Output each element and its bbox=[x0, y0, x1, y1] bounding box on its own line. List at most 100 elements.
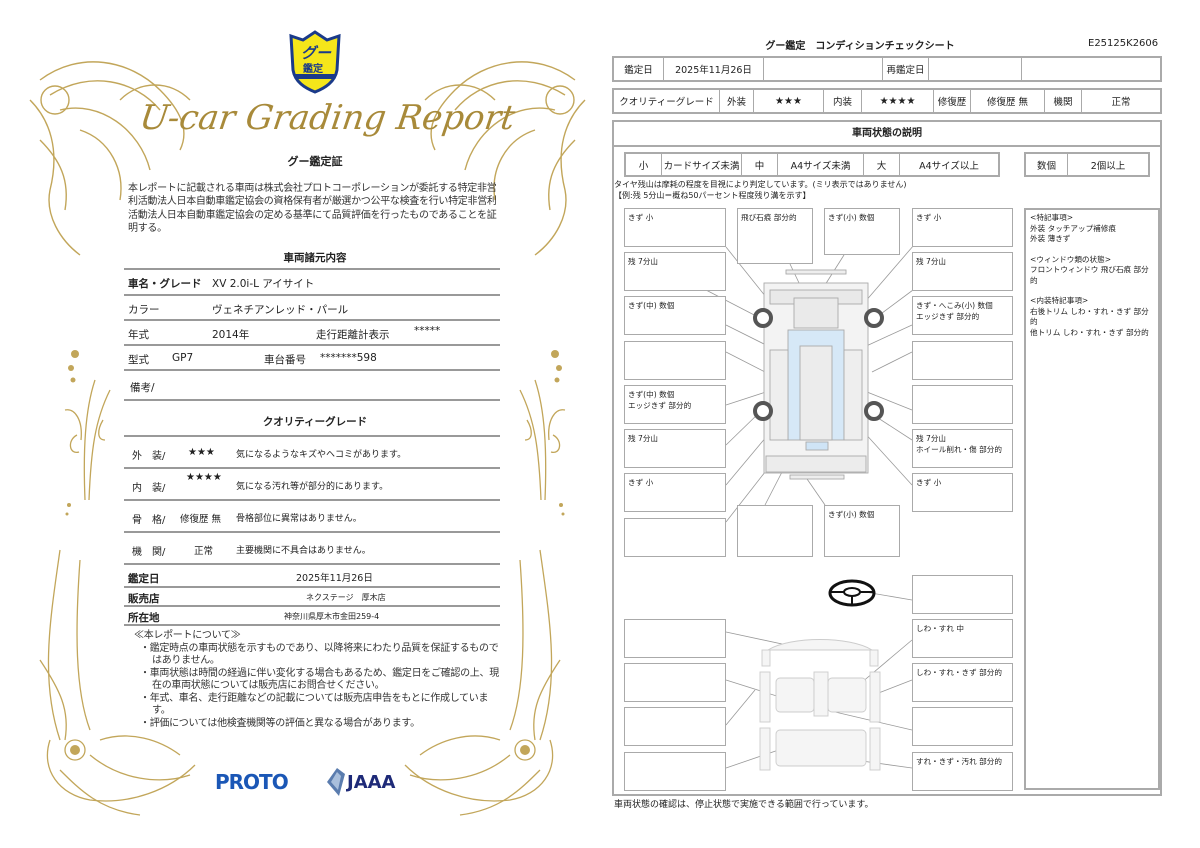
inspection-date-row: 鑑定日 2025年11月26日 再鑑定日 bbox=[612, 56, 1162, 82]
vehicle-diagram bbox=[705, 244, 915, 771]
damage-text: きず 小 bbox=[916, 213, 942, 222]
jaaa-logo: JAAA bbox=[347, 772, 396, 793]
damage-text: きず(小) 数個 bbox=[828, 213, 875, 222]
damage-box-rear-left-lower bbox=[624, 518, 726, 557]
tire-box-front-right: 残 7分山 bbox=[912, 252, 1013, 291]
info-label: 所在地 bbox=[128, 612, 160, 624]
certificate-title: グー鑑定証 bbox=[287, 155, 343, 168]
disclaimer-item: ・年式、車名、走行距離などの記載については販売店申告をもとに作成しています。 bbox=[140, 692, 489, 717]
spec-label: 車台番号 bbox=[264, 354, 306, 366]
info-value: 神奈川県厚木市金田259-4 bbox=[284, 612, 380, 621]
grade-desc: 主要機関に不具合はありません。 bbox=[236, 546, 371, 556]
size-legend: 小 カードサイズ未満 中 A4サイズ未満 大 A4サイズ以上 bbox=[624, 152, 1000, 177]
condition-check-sheet: グー鑑定 コンディションチェックシート E25125K2606 鑑定日 2025… bbox=[600, 0, 1200, 848]
grade-row-engine: 機 関/ 正常 主要機関に不具合はありません。 bbox=[124, 533, 500, 565]
spec-label: 車名・グレード bbox=[128, 278, 202, 290]
ornament-left-mid-icon bbox=[64, 350, 111, 516]
spec-row-color: カラー ヴェネチアンレッド・パール bbox=[124, 296, 500, 321]
grade-desc: 気になる汚れ等が部分的にあります。 bbox=[236, 482, 389, 492]
interior-value: ★★★★ bbox=[862, 90, 934, 112]
notes-heading: <ウィンドウ類の状態> bbox=[1030, 254, 1112, 264]
damage-box-front-bumper: きず(小) 数個 bbox=[824, 208, 900, 255]
grade-label: 骨 格/ bbox=[132, 515, 166, 526]
size-key: 大 bbox=[864, 154, 900, 175]
ornament-bottom-right-icon bbox=[404, 549, 561, 816]
damage-text: すれ・きず・汚れ 部分的 bbox=[916, 757, 1002, 766]
grade-row-interior: 内 装/ ★★★★ 気になる汚れ等が部分的にあります。 bbox=[124, 469, 500, 501]
damage-text: 残 7分山 bbox=[916, 434, 947, 443]
ornament-right-mid-icon bbox=[519, 350, 566, 516]
interior-label: 内装 bbox=[824, 90, 862, 112]
damage-text: きず(中) 数個 bbox=[628, 390, 675, 399]
damage-text: きず(小) 数個 bbox=[828, 510, 875, 519]
grade-desc: 気になるようなキズやヘコミがあります。 bbox=[236, 450, 407, 460]
emblem-text-top: グー bbox=[301, 44, 332, 62]
specs-heading: 車両諸元内容 bbox=[283, 252, 347, 264]
info-row-address: 所在地 神奈川県厚木市金田259-4 bbox=[124, 607, 500, 626]
tire-box-rear-left: 残 7分山 bbox=[624, 429, 726, 468]
quality-grade-row: クオリティーグレード 外装 ★★★ 内装 ★★★★ 修復歴 修復歴 無 機関 正… bbox=[612, 88, 1162, 114]
spec-value: XV 2.0i-L アイサイト bbox=[212, 278, 315, 290]
grade-label: クオリティーグレード bbox=[614, 90, 720, 112]
sheet-title: グー鑑定 コンディションチェックシート bbox=[765, 41, 955, 52]
disclaimer-item: ・評価については他検査機関等の評価と異なる場合があります。 bbox=[140, 717, 420, 729]
car-top-view-icon bbox=[763, 269, 869, 480]
damage-box-front-windshield: 飛び石痕 部分的 bbox=[737, 208, 813, 264]
date-blank bbox=[764, 58, 883, 80]
tire-note-line: 【例:残 5分山＝概ね50パーセント程度残り溝を示す】 bbox=[614, 190, 811, 200]
grade-label: 内 装/ bbox=[132, 483, 166, 494]
engine-label: 機関 bbox=[1045, 90, 1082, 112]
damage-text: 残 7分山 bbox=[628, 257, 659, 266]
interior-box-passenger-seat bbox=[624, 663, 726, 702]
damage-box-front-right-fender: きず・へこみ(小) 数個エッジきず 部分的 bbox=[912, 296, 1013, 335]
quality-grade-table: 外 装/ ★★★ 気になるようなキズやヘコミがあります。 内 装/ ★★★★ 気… bbox=[124, 435, 500, 565]
spec-label: 年式 bbox=[128, 329, 149, 341]
grade-value: 正常 bbox=[194, 546, 214, 557]
damage-box-roof bbox=[737, 505, 813, 557]
damage-box-front-left-fender: きず(中) 数個 bbox=[624, 296, 726, 335]
size-desc: カードサイズ未満 bbox=[662, 154, 742, 175]
interior-box-driver-seat: しわ・すれ 中 bbox=[912, 619, 1013, 658]
spec-row-year: 年式 2014年 走行距離計表示 ***** bbox=[124, 321, 500, 346]
grade-label: 外 装/ bbox=[132, 451, 166, 462]
spec-value: ヴェネチアンレッド・パール bbox=[212, 304, 349, 316]
interior-box-rear-seat-left bbox=[624, 752, 726, 791]
ornament-top-right-icon bbox=[424, 61, 586, 256]
condition-frame: 車両状態の説明 bbox=[612, 120, 1162, 796]
spec-row-name: 車名・グレード XV 2.0i-L アイサイト bbox=[124, 270, 500, 296]
size-key: 中 bbox=[742, 154, 778, 175]
info-value: 2025年11月26日 bbox=[296, 573, 373, 584]
date-label: 鑑定日 bbox=[614, 58, 664, 80]
damage-box-right-rear-door bbox=[912, 385, 1013, 424]
damage-text: しわ・すれ・きず 部分的 bbox=[916, 668, 1002, 677]
sheet-footnote: 車両状態の確認は、停止状態で実施できる範囲で行っています。 bbox=[614, 800, 874, 810]
size-desc: A4サイズ以上 bbox=[919, 160, 979, 172]
damage-text: 残 7分山 bbox=[916, 257, 947, 266]
spec-label: 型式 bbox=[128, 354, 149, 366]
spec-row-remarks: 備考/ bbox=[124, 371, 500, 401]
damage-box-rear-right-quarter: きず 小 bbox=[912, 473, 1013, 512]
damage-box-left-rear-door: きず(中) 数個エッジきず 部分的 bbox=[624, 385, 726, 424]
damage-text: きず 小 bbox=[628, 478, 654, 487]
damage-box-left-front-door bbox=[624, 341, 726, 380]
tire-box-rear-right: 残 7分山ホイール削れ・傷 部分的 bbox=[912, 429, 1013, 468]
vehicle-specs-table: 車名・グレード XV 2.0i-L アイサイト カラー ヴェネチアンレッド・パー… bbox=[124, 268, 500, 401]
disclaimer-item: ・車両状態は時間の経過に伴い変化する場合もあるため、鑑定日をご確認の上、現在の車… bbox=[140, 667, 499, 692]
spec-label: 走行距離計表示 bbox=[316, 329, 390, 341]
certificate-body: 本レポートに記載される車両は株式会社プロトコーポレーションが委託する特定非営利活… bbox=[128, 183, 497, 234]
steering-wheel-icon bbox=[828, 579, 876, 607]
interior-box-rear-seat: すれ・きず・汚れ 部分的 bbox=[912, 752, 1013, 791]
notes-item: 外装 薄きず bbox=[1030, 234, 1071, 243]
inspection-info-table: 鑑定日 2025年11月26日 販売店 ネクステージ 厚木店 所在地 神奈川県厚… bbox=[124, 567, 500, 626]
count-desc: 2個以上 bbox=[1090, 160, 1126, 172]
info-row-shop: 販売店 ネクステージ 厚木店 bbox=[124, 588, 500, 607]
info-label: 販売店 bbox=[128, 593, 160, 605]
spec-row-model: 型式 GP7 車台番号 *******598 bbox=[124, 346, 500, 371]
damage-text: 飛び石痕 部分的 bbox=[741, 213, 797, 222]
spec-label: 備考/ bbox=[130, 382, 155, 394]
exterior-label: 外装 bbox=[720, 90, 754, 112]
grading-report-certificate: グー 鑑定 U-car Grading Report グー鑑定証 本レポートに記… bbox=[29, 30, 586, 816]
tire-box-front-left: 残 7分山 bbox=[624, 252, 726, 291]
damage-text: しわ・すれ 中 bbox=[916, 624, 964, 633]
emblem-text-bottom: 鑑定 bbox=[303, 64, 323, 75]
